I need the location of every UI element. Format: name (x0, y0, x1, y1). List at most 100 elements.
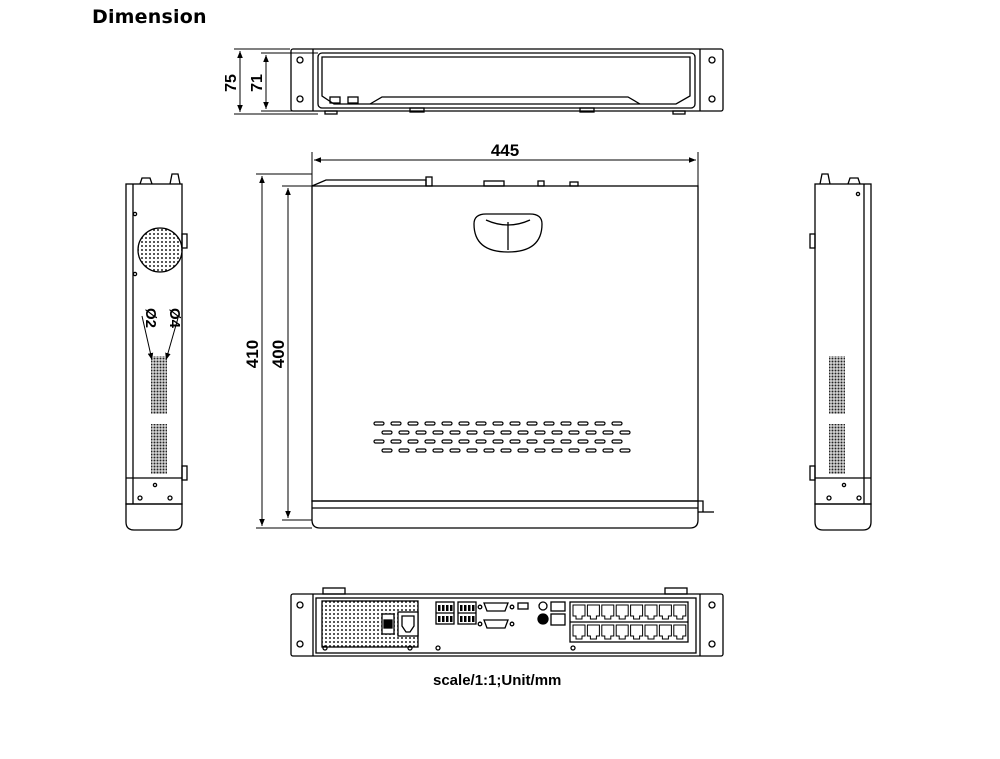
vent-slot (407, 421, 419, 426)
left-vent-lower (151, 424, 167, 474)
vent-slot (577, 421, 589, 426)
rj45-port (673, 624, 687, 640)
rj45-port (630, 624, 644, 640)
front-height-dimensions (234, 48, 318, 115)
rj45-port (615, 624, 629, 640)
vent-slot (390, 421, 402, 426)
rear-panel (315, 597, 697, 654)
serial-port (483, 619, 509, 629)
vent-slot (466, 430, 478, 435)
vent-slot (560, 439, 572, 444)
ground-terminal (538, 601, 548, 611)
terminal-pin (450, 616, 453, 622)
left-fan-grille (137, 227, 183, 273)
vent-slot (551, 448, 563, 453)
terminal-pin (460, 616, 463, 622)
top-front-bezel (311, 500, 699, 529)
vent-slot (619, 448, 631, 453)
vent-slot (500, 448, 512, 453)
terminal-pin (460, 605, 463, 611)
rj45-port (673, 604, 687, 620)
vent-slot (560, 421, 572, 426)
dim-height-body: 71 (249, 74, 266, 92)
vent-slot (585, 430, 597, 435)
vent-slot (415, 448, 427, 453)
rj45-port (601, 624, 615, 640)
vent-slot (432, 430, 444, 435)
vent-slot (517, 430, 529, 435)
vent-slot (594, 421, 606, 426)
vent-slot (424, 439, 436, 444)
vent-slot (449, 430, 461, 435)
vent-slot (551, 430, 563, 435)
left-side-view (125, 173, 188, 531)
front-rack-plate (290, 48, 724, 112)
vent-slot (381, 430, 393, 435)
lan-port (550, 613, 566, 626)
top-dimensions (256, 152, 699, 529)
rear-view (290, 587, 724, 657)
rear-rack-plate (290, 593, 724, 657)
terminal-pin (442, 605, 445, 611)
usb-rear (550, 601, 566, 612)
vent-slot (602, 448, 614, 453)
scale-caption: scale/1:1;Unit/mm (433, 672, 562, 689)
vent-slot (619, 430, 631, 435)
vent-slot (449, 448, 461, 453)
dim-width: 445 (491, 141, 519, 160)
usb-port-1 (329, 96, 341, 104)
rj45-port (572, 624, 586, 640)
rj45-port (658, 624, 672, 640)
terminal-pin (446, 605, 449, 611)
dim-height-total: 75 (223, 74, 240, 92)
vent-slot (373, 439, 385, 444)
top-view (311, 176, 714, 529)
vent-slot (432, 448, 444, 453)
vent-slot (373, 421, 385, 426)
rj45-port (658, 604, 672, 620)
vent-slot (602, 430, 614, 435)
vga-port (483, 602, 509, 612)
vent-slot (526, 421, 538, 426)
vent-slot (517, 448, 529, 453)
hole-leaders (141, 315, 179, 361)
vent-slot (483, 430, 495, 435)
poe-ports (572, 604, 687, 640)
terminal-pin (450, 605, 453, 611)
vent-slot (492, 439, 504, 444)
vent-slot (568, 448, 580, 453)
rj45-port (586, 624, 600, 640)
usb-port-2 (347, 96, 359, 104)
terminal-pin (468, 605, 471, 611)
front-panel (317, 52, 696, 109)
vent-slot (611, 421, 623, 426)
vent-slot (577, 439, 589, 444)
audio-pins (438, 605, 475, 622)
vent-slot (424, 421, 436, 426)
dim-hole-small: Ø2 (142, 308, 159, 328)
front-view (290, 48, 724, 115)
vent-slot (390, 439, 402, 444)
rj45-port (572, 604, 586, 620)
vent-slot (458, 439, 470, 444)
vent-slot (509, 439, 521, 444)
rj45-port (644, 624, 658, 640)
rj45-port (644, 604, 658, 620)
right-side-view (809, 173, 872, 531)
dim-depth-body: 400 (269, 340, 288, 368)
terminal-pin (438, 616, 441, 622)
vent-slot (500, 430, 512, 435)
rj45-port (601, 604, 615, 620)
right-vent-upper (829, 356, 845, 414)
vent-slot (407, 439, 419, 444)
right-vent-lower (829, 424, 845, 474)
terminal-pin (442, 616, 445, 622)
vent-slot (492, 421, 504, 426)
vent-slot (466, 448, 478, 453)
rj45-port (630, 604, 644, 620)
vent-slot (381, 448, 393, 453)
terminal-pin (464, 616, 467, 622)
vent-slot (441, 439, 453, 444)
vent-slot (483, 448, 495, 453)
